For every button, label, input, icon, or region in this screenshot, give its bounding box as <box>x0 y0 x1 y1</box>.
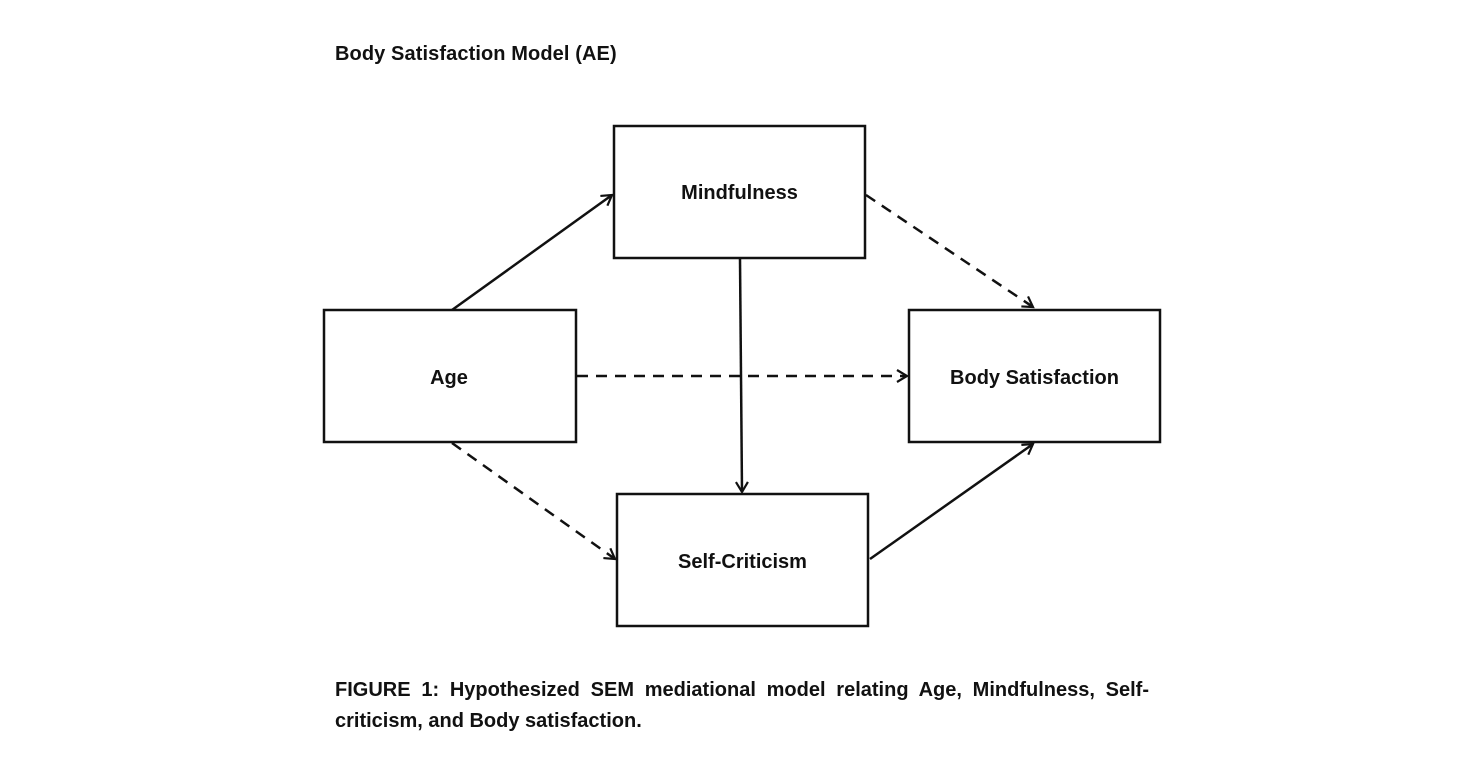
node-self-criticism: Self-Criticism <box>615 492 870 628</box>
figure-caption: FIGURE 1: Hypothesized SEM mediational m… <box>335 679 1149 732</box>
node-mindfulness: Mindfulness <box>612 124 867 260</box>
edge-age-to-mindfulness <box>451 193 614 312</box>
edge-age-to-selfcriticism <box>451 441 617 561</box>
edge-selfcriticism-to-bodysatisfaction <box>869 442 1035 561</box>
node-age: Age <box>322 308 578 444</box>
node-self-criticism-label: Self-Criticism <box>678 551 807 573</box>
diagram-title: Body Satisfaction Model (AE) <box>335 43 617 65</box>
node-mindfulness-label: Mindfulness <box>681 182 798 204</box>
node-body-satisfaction-label: Body Satisfaction <box>950 367 1119 389</box>
edge-mindfulness-to-bodysatisfaction <box>865 193 1035 309</box>
node-body-satisfaction: Body Satisfaction <box>907 308 1162 444</box>
edge-mindfulness-to-selfcriticism <box>734 258 749 495</box>
node-age-label: Age <box>430 367 468 389</box>
